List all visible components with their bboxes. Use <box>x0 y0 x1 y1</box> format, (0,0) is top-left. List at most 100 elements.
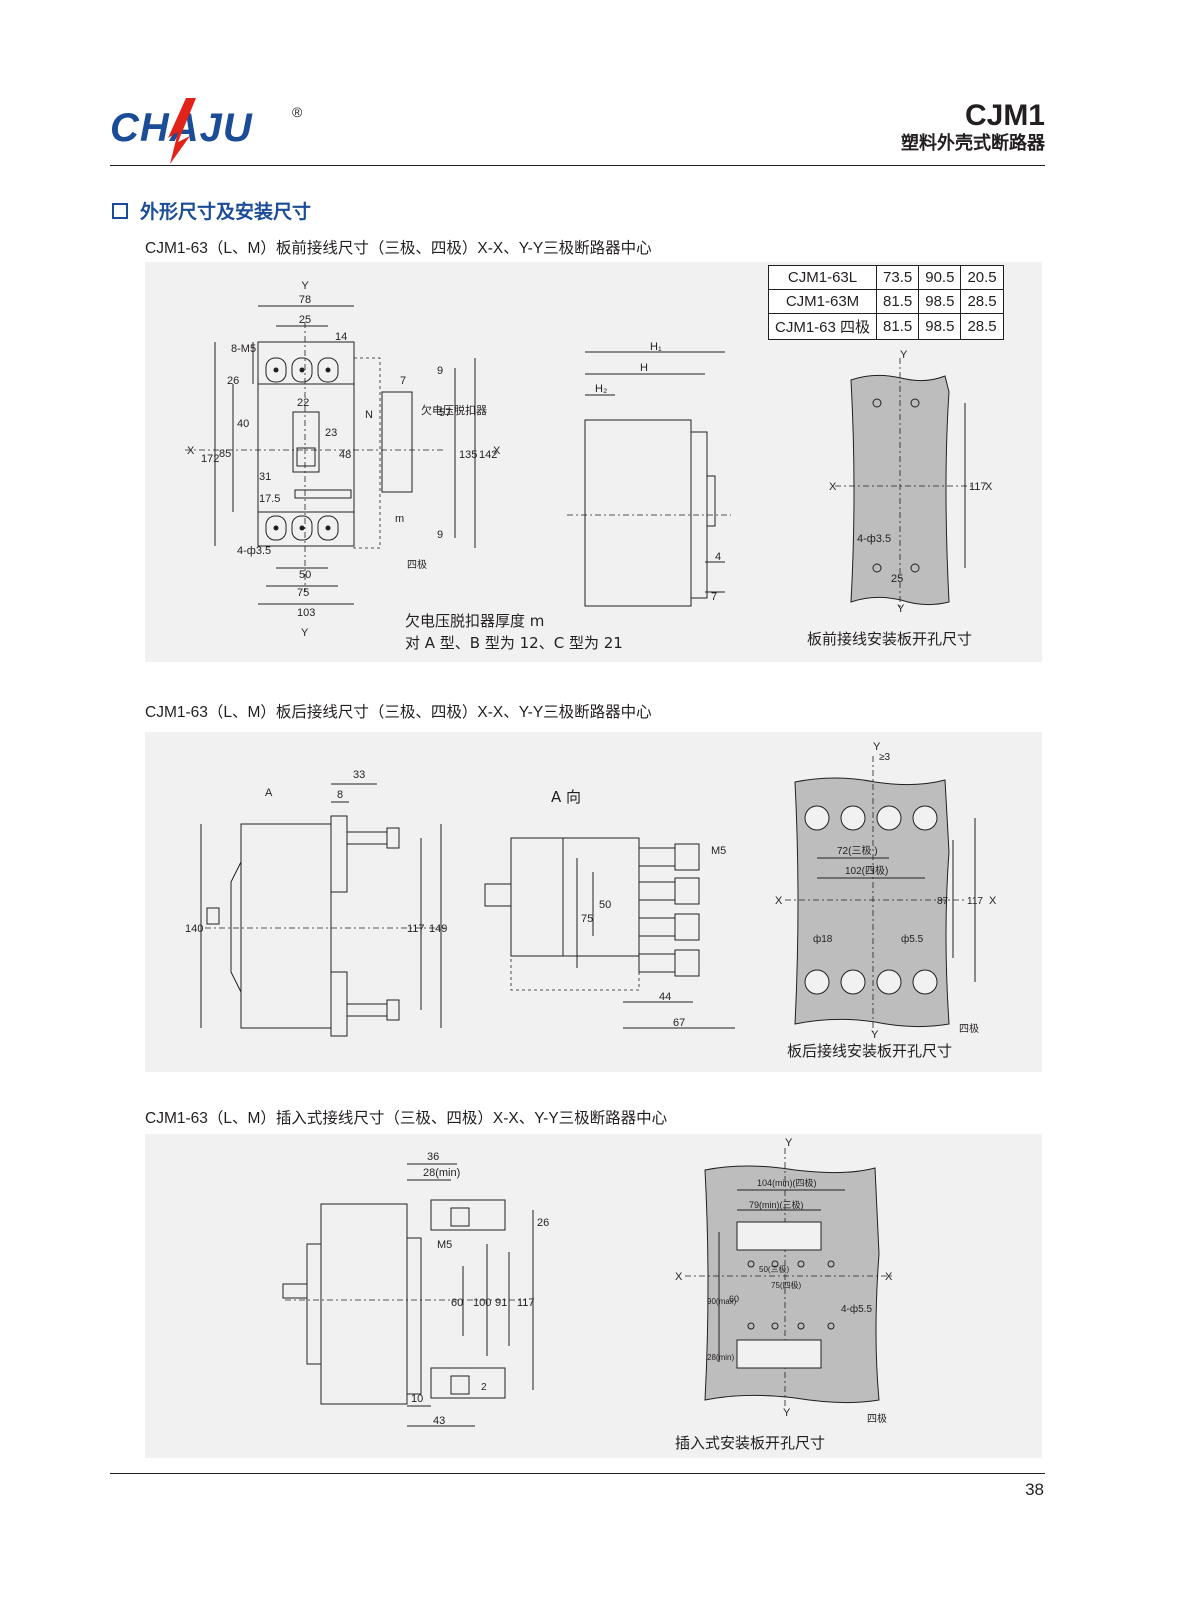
plate-72: 72(三极 ) <box>837 844 878 857</box>
plate-x-right: X <box>985 481 993 493</box>
plate-d18: ф18 <box>813 933 833 945</box>
plug-in-diagram: 36 28(min) 26 M5 60 100 91 117 2 10 43 Y… <box>282 1137 895 1452</box>
plate-117: 117 <box>967 896 983 907</box>
dim-31: 31 <box>259 471 271 483</box>
table-cell: 90.5 <box>918 265 962 290</box>
dim-36: 36 <box>427 1151 439 1163</box>
plate-four-pole: 四极 <box>959 1022 979 1035</box>
dim-67: 67 <box>673 1017 685 1029</box>
table-cell: 98.5 <box>918 289 962 314</box>
a-view-label: A 向 <box>551 788 581 806</box>
dim-x-right: X <box>493 445 501 457</box>
dim-26: 26 <box>227 375 239 387</box>
plate-28: 28(min) <box>707 1353 734 1362</box>
dim-hole: 4-ф3.5 <box>237 545 271 557</box>
registered-mark: ® <box>292 104 303 120</box>
dim-135: 135 <box>459 449 477 461</box>
plate-x-right: X <box>989 895 997 907</box>
dim-103: 103 <box>297 607 315 619</box>
table-cell: 98.5 <box>918 313 962 340</box>
dim-m: m <box>395 513 404 525</box>
brand-logo: CHAJU ® <box>110 98 310 168</box>
table-cell: 20.5 <box>960 265 1004 290</box>
dim-14: 14 <box>335 331 347 343</box>
dim-23: 23 <box>325 427 337 439</box>
dim-y-top: Y <box>301 280 309 292</box>
plate-90: 90(max) <box>707 1297 737 1306</box>
rear-wiring-diagram: A 33 8 140 117 149 A 向 75 50 M5 44 67 <box>185 741 997 1060</box>
table-cell: 73.5 <box>876 265 920 290</box>
plate-caption: 板后接线安装板开孔尺寸 <box>787 1042 952 1060</box>
section-heading: 外形尺寸及安装尺寸 <box>112 197 311 224</box>
plate-79: 79(min)(三极) <box>749 1199 804 1210</box>
dim-2: 2 <box>481 1382 487 1393</box>
dim-a: A <box>265 787 273 799</box>
dim-75: 75 <box>581 913 593 925</box>
dim-142: 142 <box>479 449 497 461</box>
figure-1-caption: CJM1-63（L、M）板前接线尺寸（三极、四极）X-X、Y-Y三极断路器中心 <box>145 240 652 257</box>
figure-2-drawing: A 33 8 140 117 149 A 向 75 50 M5 44 67 <box>145 732 1042 1072</box>
dim-48: 48 <box>339 449 351 461</box>
dim-25: 25 <box>299 314 311 326</box>
note-line-2: 对 A 型、B 型为 12、C 型为 21 <box>405 634 623 652</box>
table-row: CJM1-63M 81.5 98.5 28.5 <box>767 289 1004 314</box>
dim-57: 57 <box>439 407 451 419</box>
plate-75: 75(四极) <box>771 1280 802 1290</box>
table-cell: 28.5 <box>960 313 1004 340</box>
dim-60: 60 <box>451 1297 463 1309</box>
dim-40: 40 <box>237 418 249 430</box>
dim-4: 4 <box>715 551 721 563</box>
plate-x-left: X <box>775 895 783 907</box>
dim-117: 117 <box>407 923 425 935</box>
product-subtitle: 塑料外壳式断路器 <box>901 133 1045 153</box>
dim-100: 100 <box>473 1297 491 1309</box>
table-cell: CJM1-63M <box>767 289 878 314</box>
plate-d55: ф5.5 <box>901 933 924 945</box>
front-wiring-diagram: Y 78 25 14 8-M5 26 22 40 X 172 85 23 48 … <box>185 280 993 652</box>
dim-140: 140 <box>185 923 203 935</box>
note-line-1: 欠电压脱扣器厚度 m <box>405 612 544 630</box>
dim-7-side: 7 <box>711 591 717 603</box>
plate-caption: 板前接线安装板开孔尺寸 <box>807 630 972 648</box>
dim-149: 149 <box>429 923 447 935</box>
dim-8m5: 8-M5 <box>231 343 256 355</box>
dim-50: 50 <box>599 899 611 911</box>
label-four-pole: 四极 <box>407 558 427 571</box>
figure-3-caption: CJM1-63（L、M）插入式接线尺寸（三极、四极）X-X、Y-Y三极断路器中心 <box>145 1110 668 1127</box>
plate-hole: 4-ф5.5 <box>841 1303 872 1315</box>
plate-25: 25 <box>891 573 903 585</box>
dim-7: 7 <box>400 375 406 387</box>
figure-3-drawing: 36 28(min) 26 M5 60 100 91 117 2 10 43 Y… <box>145 1134 1042 1458</box>
section-title-text: 外形尺寸及安装尺寸 <box>140 202 312 223</box>
page-number: 38 <box>1025 1480 1044 1499</box>
dim-91: 91 <box>495 1297 507 1309</box>
dim-117: 117 <box>517 1297 535 1309</box>
dimension-table: CJM1-63L 73.5 90.5 20.5 CJM1-63M 81.5 98… <box>767 265 1004 340</box>
dim-10: 10 <box>411 1393 423 1405</box>
dim-9-bottom: 9 <box>437 529 443 541</box>
plate-y-top: Y <box>873 741 881 753</box>
dim-26: 26 <box>537 1217 549 1229</box>
dim-33: 33 <box>353 769 365 781</box>
dim-28: 28(min) <box>423 1167 460 1179</box>
header-divider <box>110 165 1045 166</box>
label-n: N <box>365 409 373 421</box>
dim-44: 44 <box>659 991 671 1003</box>
table-cell: 81.5 <box>876 313 920 340</box>
plate-x-right: X <box>885 1271 893 1283</box>
table-row: CJM1-63 四极 81.5 98.5 28.5 <box>767 313 1004 340</box>
square-bullet-icon <box>112 202 128 219</box>
plate-87: 87 <box>937 896 949 907</box>
footer-divider <box>110 1473 1045 1474</box>
plate-four-pole: 四极 <box>867 1412 887 1425</box>
dim-85: 85 <box>219 448 231 460</box>
plate-ge3: ≥3 <box>879 752 890 763</box>
dim-m5: M5 <box>711 845 726 857</box>
table-cell: 28.5 <box>960 289 1004 314</box>
dim-m5: M5 <box>437 1239 452 1251</box>
dim-9-top: 9 <box>437 365 443 377</box>
dim-x-left: X <box>187 445 195 457</box>
logo-lightning-icon <box>168 98 196 164</box>
dim-50: 50 <box>299 569 311 581</box>
plate-x-left: X <box>675 1271 683 1283</box>
